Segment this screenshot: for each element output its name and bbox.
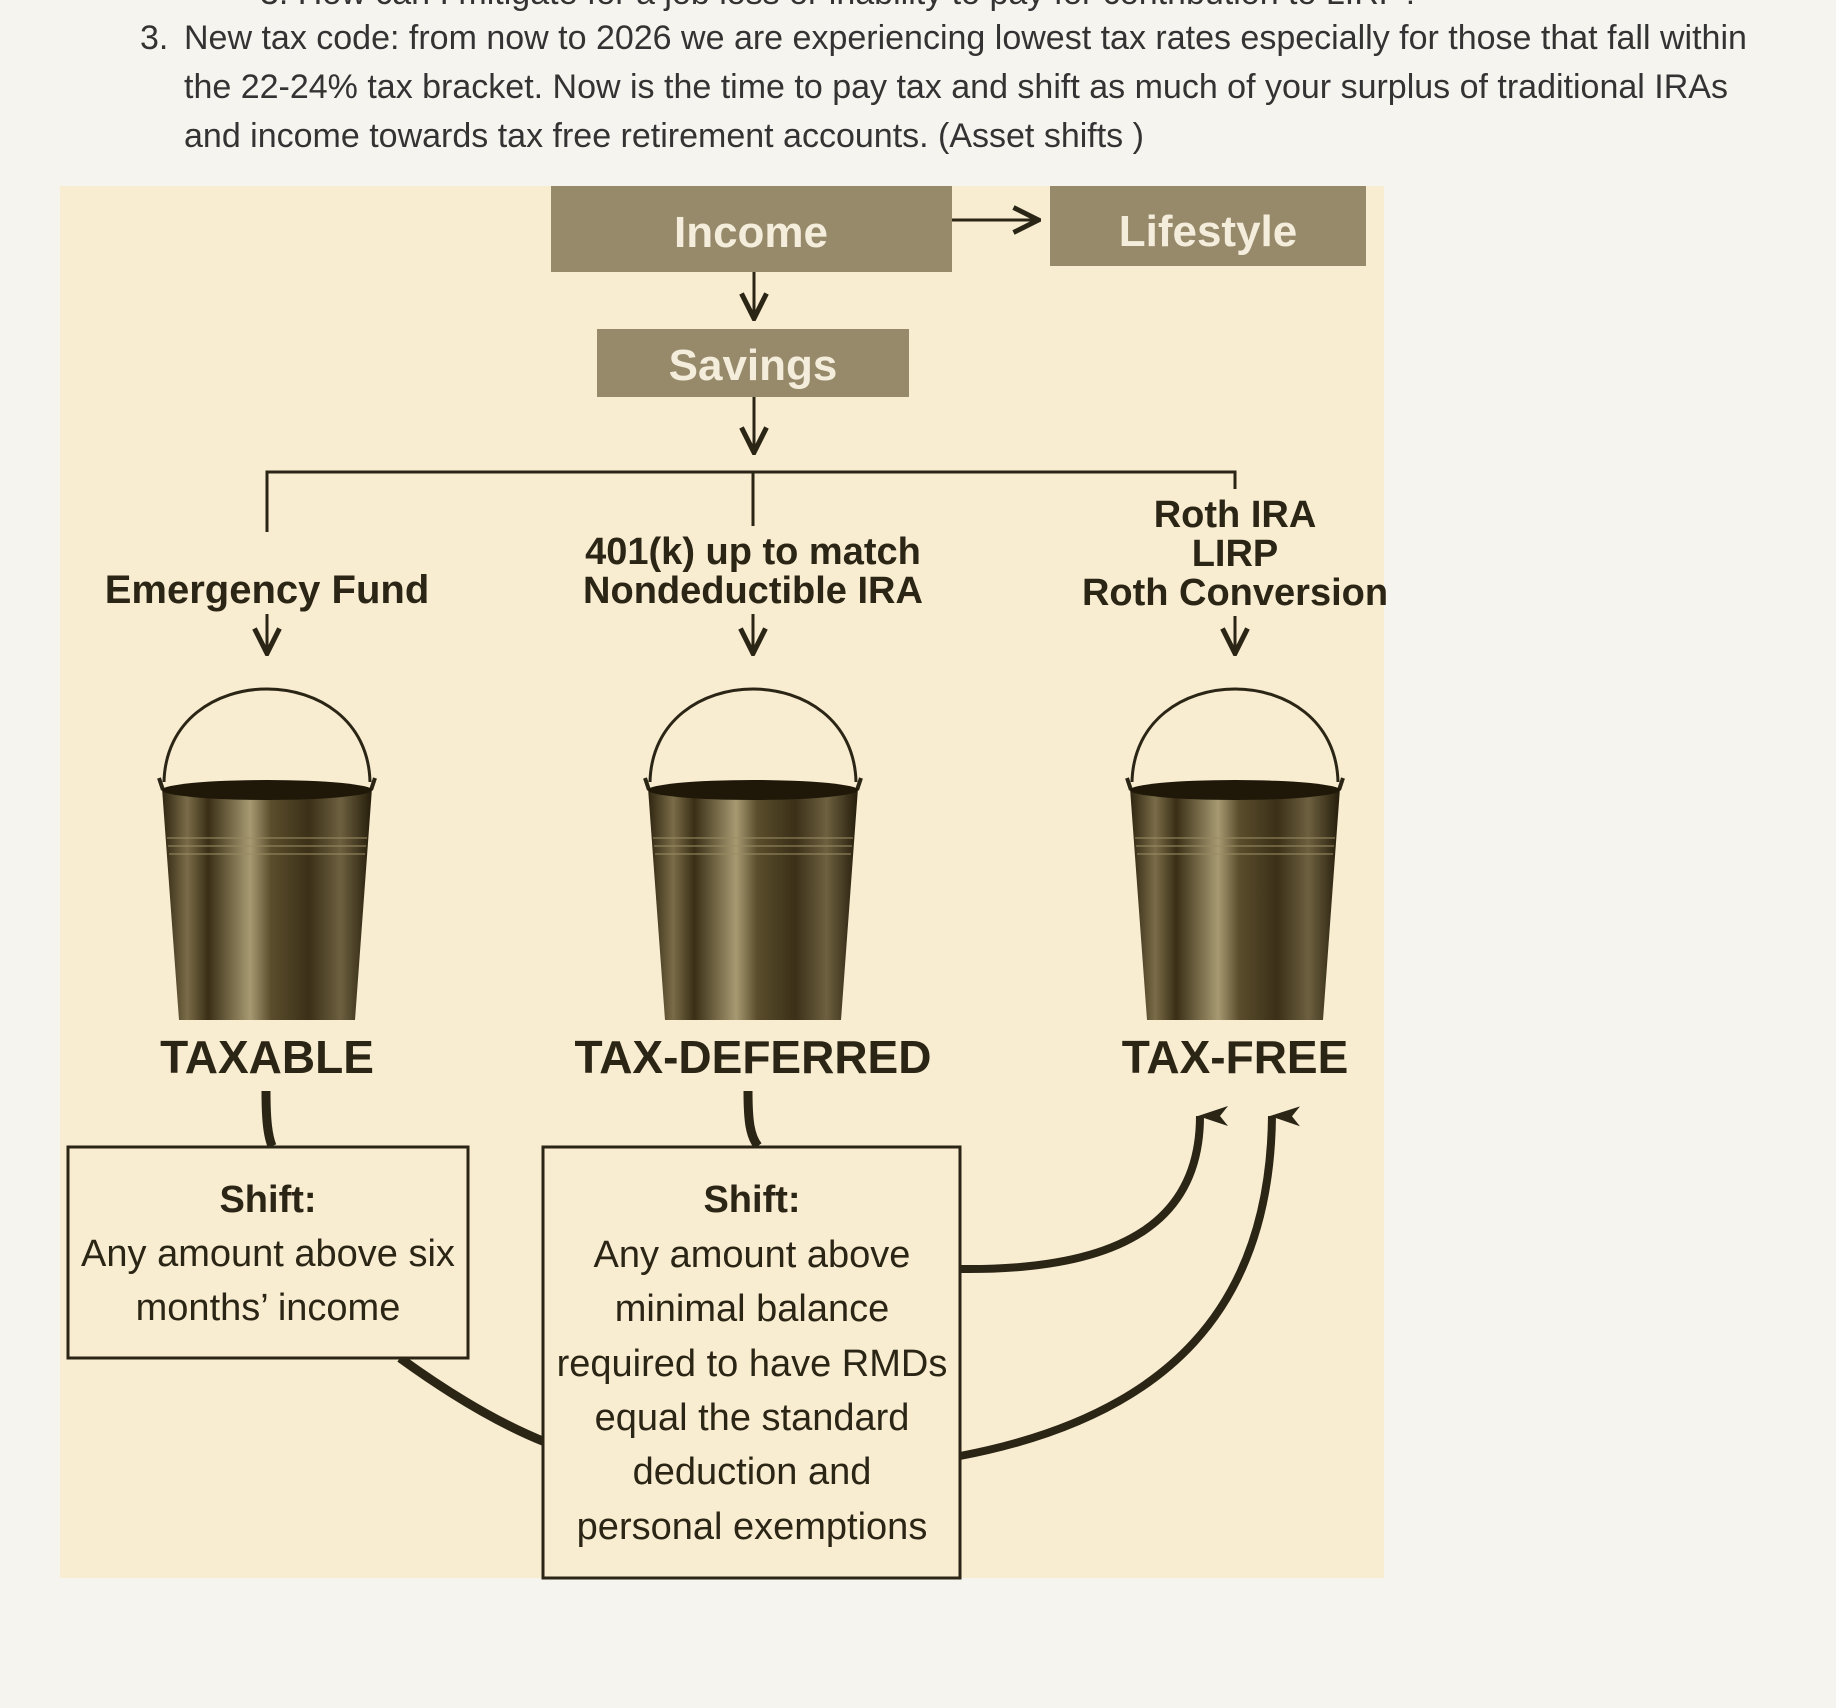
shift-box-deferred-line-6: personal exemptions [577, 1506, 928, 1548]
401k-label: 401(k) up to match [585, 531, 921, 573]
shift-box-tax-deferred [541, 1145, 962, 1580]
diagram-svg: Income Lifestyle Savings Emergency Fund … [66, 186, 1388, 1580]
lirp-label: LIRP [1192, 533, 1279, 575]
shift-box-taxable-line-1: Any amount above six [81, 1233, 455, 1275]
income-label: Income [674, 208, 828, 257]
shift-box-deferred-line-2: minimal balance [615, 1288, 890, 1330]
cutoff-list-item: 3. How can I mitigate for a job loss or … [260, 0, 1460, 13]
taxable-bucket-icon [157, 687, 377, 1022]
tax-deferred-connector [743, 1090, 762, 1149]
roth-conversion-label: Roth Conversion [1082, 572, 1388, 614]
tax-free-bucket-icon [1125, 687, 1345, 1022]
branch-connector [265, 470, 1237, 532]
tax-deferred-bucket-icon [643, 687, 863, 1022]
deferred-to-taxfree-arrow-2 [959, 1106, 1301, 1460]
taxable-to-deferred-curve [397, 1354, 547, 1447]
taxable-label: TAXABLE [160, 1031, 374, 1083]
shift-box-deferred-title: Shift: [703, 1179, 800, 1221]
shift-box-deferred-line-1: Any amount above [594, 1234, 911, 1276]
nondeductible-ira-label: Nondeductible IRA [583, 570, 923, 612]
shift-box-taxable [66, 1145, 470, 1360]
tax-free-label: TAX-FREE [1122, 1031, 1349, 1083]
list-item-3: 3. New tax code: from now to 2026 we are… [140, 14, 1760, 161]
deferred-to-taxfree-arrow-1 [959, 1106, 1229, 1274]
lifestyle-node [1050, 186, 1366, 266]
list-item-text: New tax code: from now to 2026 we are ex… [184, 19, 1747, 155]
shift-box-taxable-title: Shift: [219, 1179, 316, 1221]
lifestyle-label: Lifestyle [1119, 207, 1298, 256]
savings-node [597, 329, 909, 397]
list-number: 3. [140, 19, 169, 57]
income-node [551, 186, 952, 272]
taxable-connector [261, 1090, 277, 1148]
shift-box-deferred-line-3: required to have RMDs [557, 1343, 948, 1385]
tax-deferred-label: TAX-DEFERRED [575, 1031, 932, 1083]
shift-box-taxable-line-2: months’ income [136, 1287, 401, 1329]
emergency-fund-label: Emergency Fund [105, 568, 430, 612]
shift-box-deferred-line-4: equal the standard [595, 1397, 910, 1439]
tax-buckets-diagram: Income Lifestyle Savings Emergency Fund … [60, 186, 1388, 1580]
shift-box-deferred-line-5: deduction and [633, 1451, 872, 1493]
savings-label: Savings [669, 341, 838, 390]
roth-ira-label: Roth IRA [1154, 494, 1317, 536]
